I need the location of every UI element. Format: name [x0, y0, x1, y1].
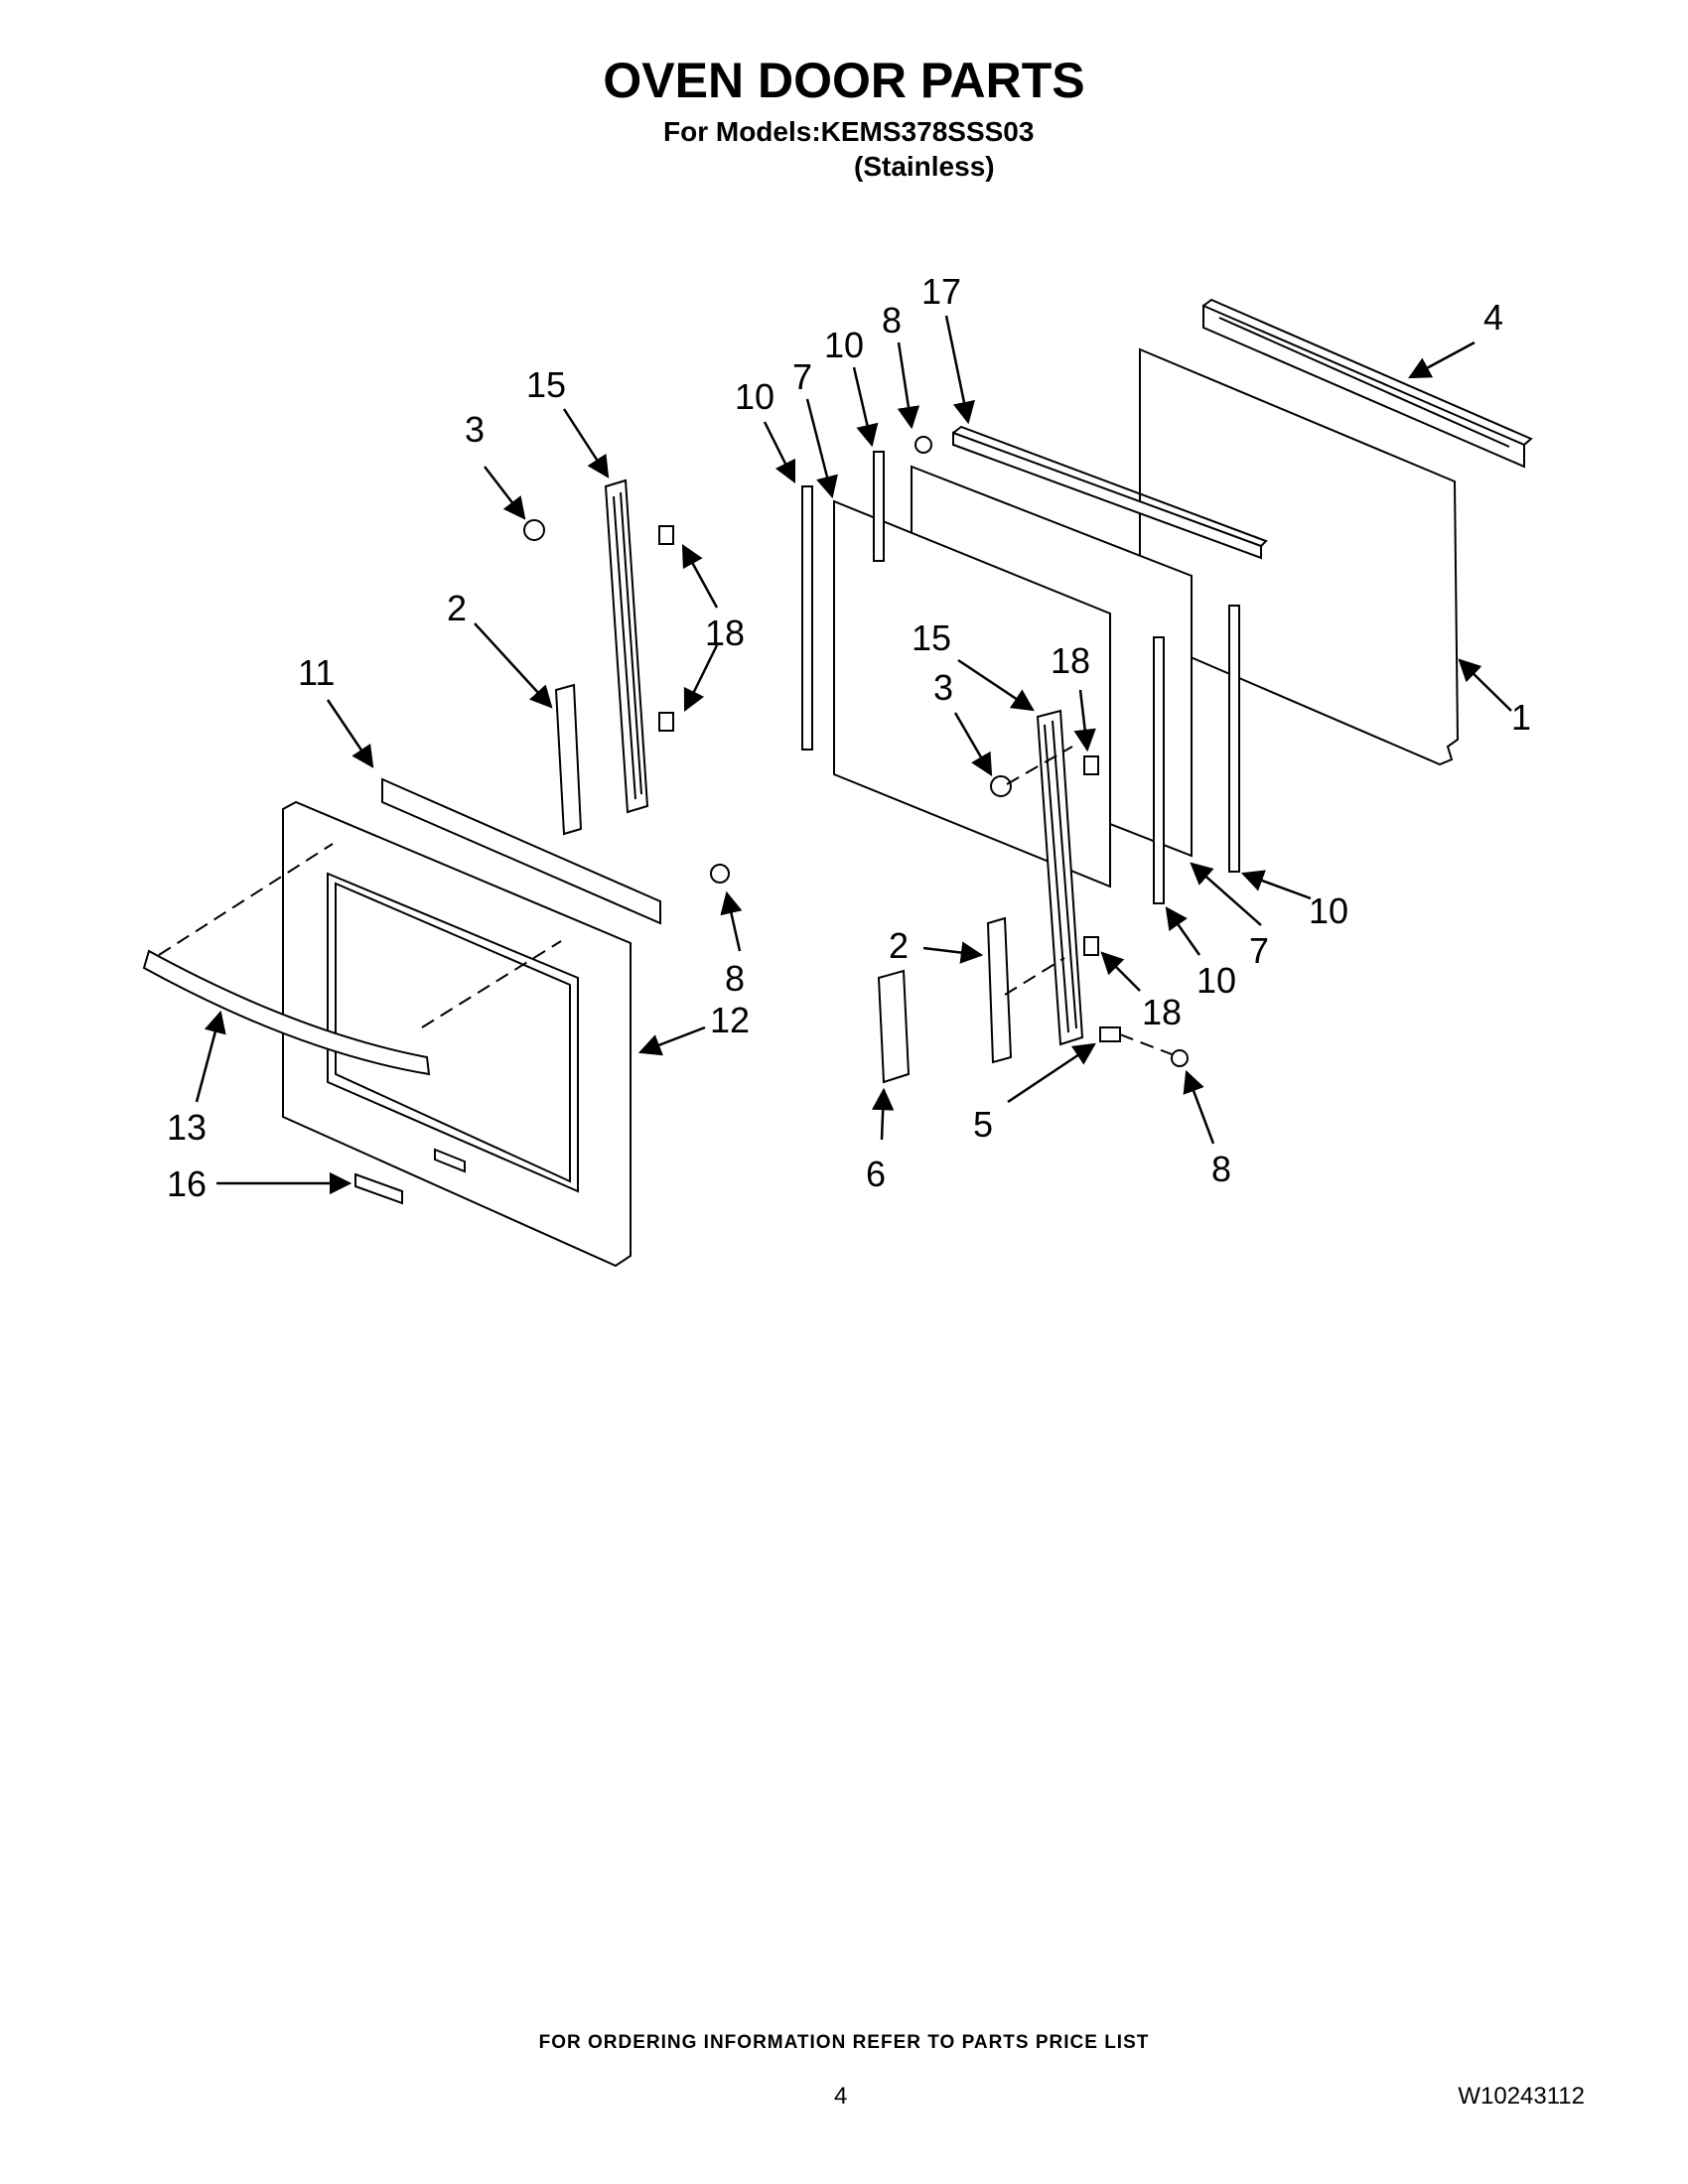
callout-8-right: 8: [1211, 1149, 1231, 1189]
callout-12: 12: [710, 1000, 750, 1040]
screw-8-top: [914, 436, 932, 454]
leader-10-bottom: [1165, 906, 1201, 956]
callout-15-right: 15: [912, 617, 951, 658]
callout-10-right: 10: [1309, 890, 1348, 931]
seal-10c: [1153, 636, 1165, 904]
leader-18-bottom-right: [1100, 951, 1141, 992]
callout-3-right: 3: [933, 667, 953, 708]
page-title: OVEN DOOR PARTS: [603, 53, 1085, 108]
glass-frame-bracket: [952, 431, 1262, 560]
leader-11: [326, 699, 374, 768]
leader-13: [195, 1010, 226, 1103]
callout-16: 17: [921, 271, 961, 312]
leader-2-left: [474, 622, 553, 709]
outer-door-frame: [282, 800, 632, 1268]
ordering-note: FOR ORDERING INFORMATION REFER TO PARTS …: [538, 2032, 1150, 2053]
callout-11: 11: [298, 652, 335, 693]
bracket-6: [877, 969, 911, 1084]
leader-8-left: [720, 890, 743, 952]
leader-1: [1458, 658, 1512, 712]
callout-4: 4: [1483, 297, 1503, 338]
screw-8-right: [1171, 1049, 1189, 1067]
hinge-spring-left: [554, 683, 583, 836]
callout-8-left: 8: [725, 958, 745, 999]
callout-18-bottom: 18: [1142, 992, 1182, 1032]
leader-8-top: [897, 341, 920, 430]
finish-line: (Stainless): [854, 151, 995, 182]
leader-6: [871, 1087, 895, 1141]
leader-12: [637, 1025, 706, 1056]
seal-10d: [1228, 605, 1240, 873]
clip-18-left-bottom: [658, 712, 674, 732]
badge-17: [354, 1172, 403, 1205]
leader-7-bottom: [1190, 862, 1262, 926]
leader-7-top: [805, 398, 838, 499]
leader-3-left: [484, 466, 526, 520]
callout-13: 13: [167, 1107, 207, 1148]
callout-10-left: 10: [735, 376, 774, 417]
leader-18-top-left: [681, 544, 719, 609]
inner-glass: [833, 499, 1111, 888]
callout-5: 5: [973, 1104, 993, 1145]
callout-10-bottom: 10: [1196, 960, 1236, 1001]
seal-10a: [801, 485, 813, 751]
clip-18-left-top: [658, 525, 674, 545]
screw-3-right: [990, 775, 1012, 797]
leader-8-right: [1183, 1069, 1215, 1145]
leader-15-right: [957, 658, 1035, 712]
callout-15-left: 15: [526, 364, 566, 405]
callout-18-left: 18: [705, 613, 745, 653]
leader-10-top: [852, 366, 879, 448]
leader-3-right: [953, 712, 993, 776]
leader-2-right: [922, 941, 984, 964]
callout-1: 1: [1511, 697, 1531, 738]
trim-strip-11: [381, 777, 661, 925]
callout-7-bottom: 7: [1249, 930, 1269, 971]
callout-10-top: 10: [824, 325, 864, 365]
leader-4: [1408, 341, 1476, 379]
seal-10b: [873, 451, 885, 562]
callout-7-top: 7: [792, 356, 812, 397]
callout-18-right: 18: [1051, 640, 1090, 681]
leader-10-right: [1240, 870, 1312, 900]
latch-5: [1099, 1026, 1121, 1042]
clip-18-right-bottom: [1083, 936, 1099, 956]
leader-5: [1007, 1042, 1096, 1104]
callout-17: 16: [167, 1163, 207, 1204]
leader-16: [944, 315, 975, 425]
document-id: W10243112: [1458, 2083, 1585, 2110]
hinge-spring-right: [986, 916, 1013, 1064]
door-handle: [142, 949, 431, 1076]
callout-2-left: 2: [447, 588, 467, 628]
leader-18-bottom-left: [683, 644, 719, 713]
clip-18-right-top: [1083, 755, 1099, 775]
screw-8-left: [710, 864, 730, 884]
leader-10-left: [763, 421, 796, 484]
callout-6: 6: [866, 1154, 886, 1194]
leader-15-left: [562, 408, 610, 478]
leader-18-top-right: [1073, 689, 1096, 752]
callout-3-left: 3: [465, 409, 485, 450]
callout-2-right: 2: [889, 925, 909, 966]
screw-3-left: [523, 519, 545, 541]
models-line: For Models:KEMS378SSS03: [663, 116, 1035, 147]
hinge-left: [604, 478, 649, 814]
callout-8-top: 8: [882, 300, 902, 341]
page-number: 4: [834, 2083, 848, 2110]
